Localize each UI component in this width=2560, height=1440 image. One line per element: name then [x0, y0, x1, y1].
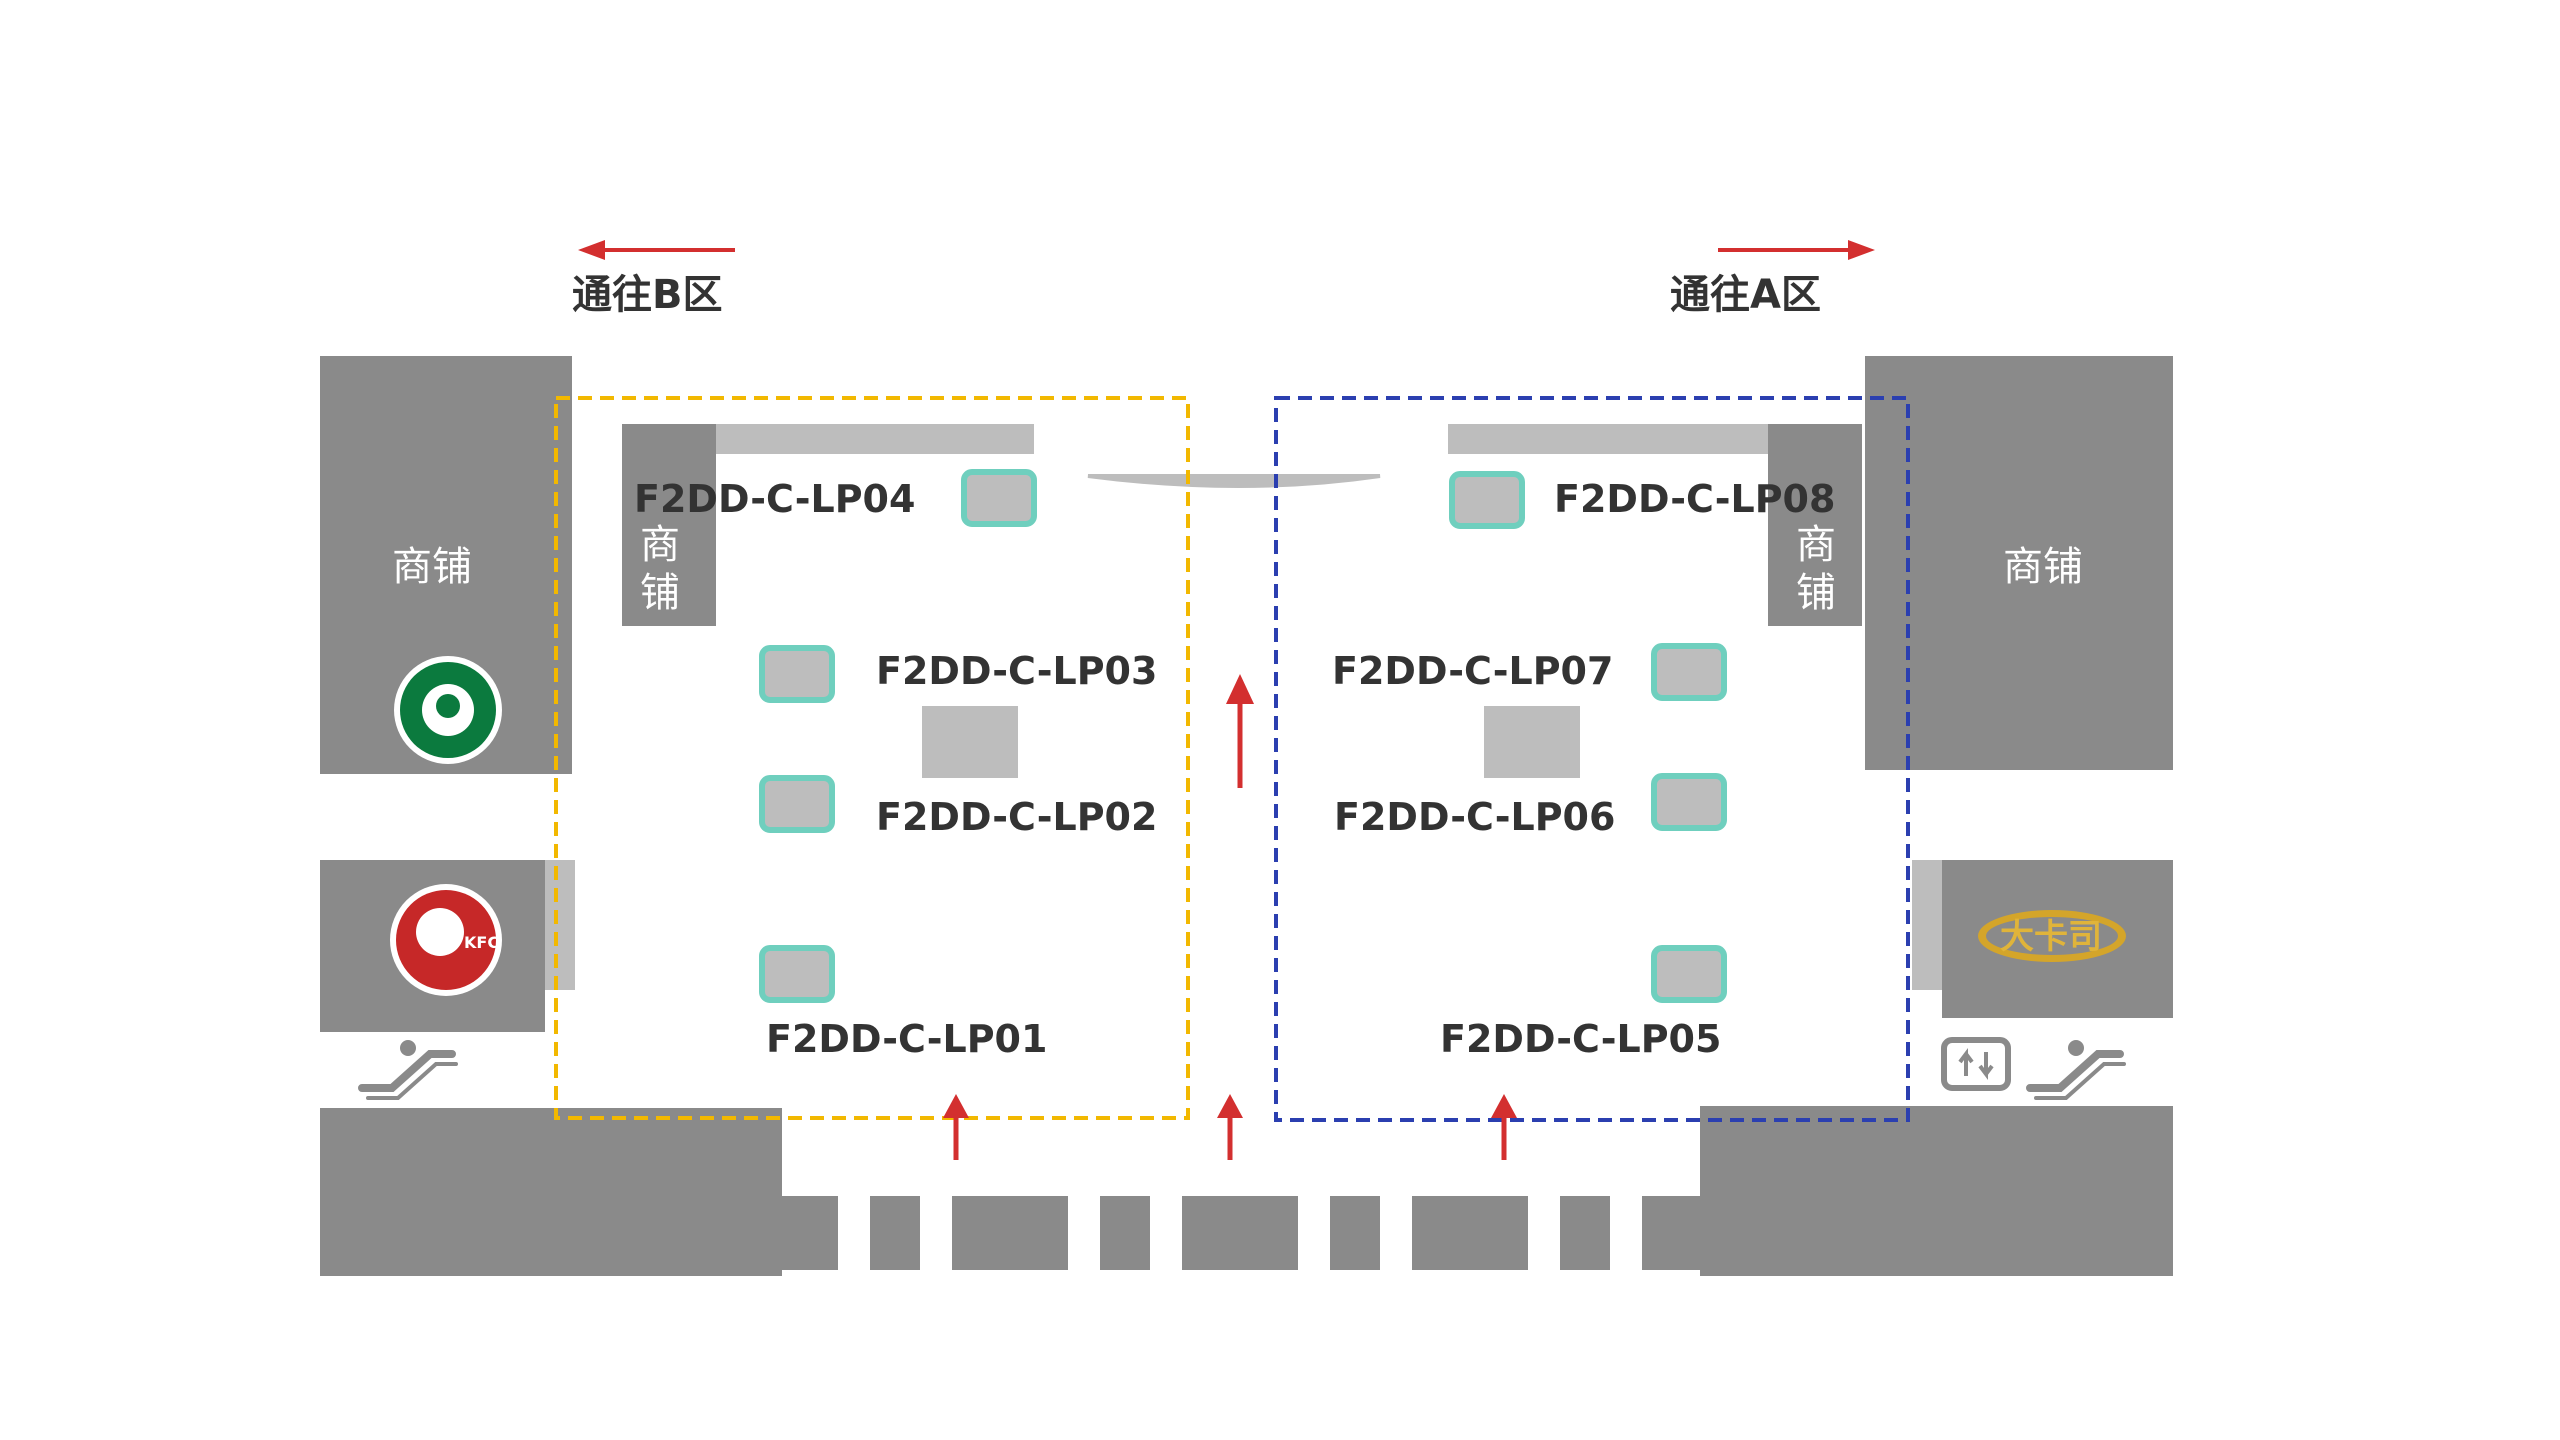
- pillar-right: [1484, 706, 1580, 778]
- shop-block-inner-right: [1768, 424, 1862, 626]
- kfc-text: KFC: [464, 933, 499, 952]
- point-lp07[interactable]: F2DD-C-LP07: [1332, 643, 1727, 701]
- direction-to-a[interactable]: 通往A区: [1670, 240, 1875, 318]
- arrow-up-icon-entrance-right: [1491, 1094, 1517, 1160]
- escalator-icon-left[interactable]: [358, 1040, 458, 1100]
- zone-b-boundary[interactable]: [554, 396, 1190, 1120]
- elevator-icon[interactable]: [1941, 1037, 2011, 1091]
- point-lp03[interactable]: F2DD-C-LP03: [759, 645, 1157, 703]
- escalator-icon-right[interactable]: [2026, 1040, 2126, 1100]
- starbucks-logo: [394, 656, 502, 764]
- shop-block-right-bottom: [1700, 1106, 2173, 1276]
- arrow-up-icon-entrance-left: [943, 1094, 969, 1160]
- point-lp02[interactable]: F2DD-C-LP02: [759, 775, 1157, 839]
- shop-block-inner-left: [622, 424, 716, 626]
- shop-block-left-bottom: [320, 1108, 782, 1276]
- shop-block-right-top: [1865, 356, 2173, 770]
- point-lp05-label: F2DD-C-LP05: [1440, 1017, 1721, 1061]
- pillar-left: [922, 706, 1018, 778]
- arrow-left-head: [578, 240, 605, 260]
- direction-to-b[interactable]: 通往B区: [572, 240, 735, 318]
- bar-left-top: [716, 424, 1034, 454]
- point-lp04[interactable]: F2DD-C-LP04: [634, 469, 1037, 527]
- zone-a-boundary[interactable]: [1274, 396, 1910, 1122]
- kfc-logo: KFC: [390, 884, 502, 996]
- point-lp06-label: F2DD-C-LP06: [1334, 795, 1615, 839]
- arrow-up-icon-center: [1226, 674, 1254, 788]
- point-lp08[interactable]: F2DD-C-LP08: [1449, 471, 1835, 529]
- shop-inner-right-1: 商: [1796, 522, 1836, 568]
- point-lp06[interactable]: F2DD-C-LP06: [1334, 773, 1727, 839]
- arrow-right-head: [1848, 240, 1875, 260]
- shop-inner-right-2: 铺: [1796, 570, 1836, 616]
- entrance-blocks: [782, 1196, 1700, 1270]
- arrow-up-icon-entrance-center: [1217, 1094, 1243, 1160]
- point-lp01-label: F2DD-C-LP01: [766, 1017, 1047, 1061]
- point-lp01[interactable]: F2DD-C-LP01: [759, 945, 1047, 1061]
- shop-label-right: 商铺: [2003, 544, 2083, 590]
- point-lp05[interactable]: F2DD-C-LP05: [1440, 945, 1727, 1061]
- shop-block-right-mid-edge: [1912, 860, 1942, 990]
- point-lp07-label: F2DD-C-LP07: [1332, 649, 1613, 693]
- shop-inner-left-1: 商: [640, 522, 680, 568]
- dakaxiang-logo: 大卡司: [1978, 910, 2126, 962]
- dakaxiang-text: 大卡司: [2000, 917, 2102, 957]
- to-b-label: 通往B区: [572, 272, 723, 318]
- center-curve: [1087, 474, 1381, 488]
- point-lp08-label: F2DD-C-LP08: [1554, 477, 1835, 521]
- shop-inner-left-2: 铺: [640, 570, 680, 616]
- point-lp04-label: F2DD-C-LP04: [634, 477, 915, 521]
- bar-right-top: [1448, 424, 1768, 454]
- shop-block-left-mid-edge: [545, 860, 575, 990]
- shop-label-left: 商铺: [392, 544, 472, 590]
- to-a-label: 通往A区: [1670, 272, 1821, 318]
- point-lp02-label: F2DD-C-LP02: [876, 795, 1157, 839]
- point-lp03-label: F2DD-C-LP03: [876, 649, 1157, 693]
